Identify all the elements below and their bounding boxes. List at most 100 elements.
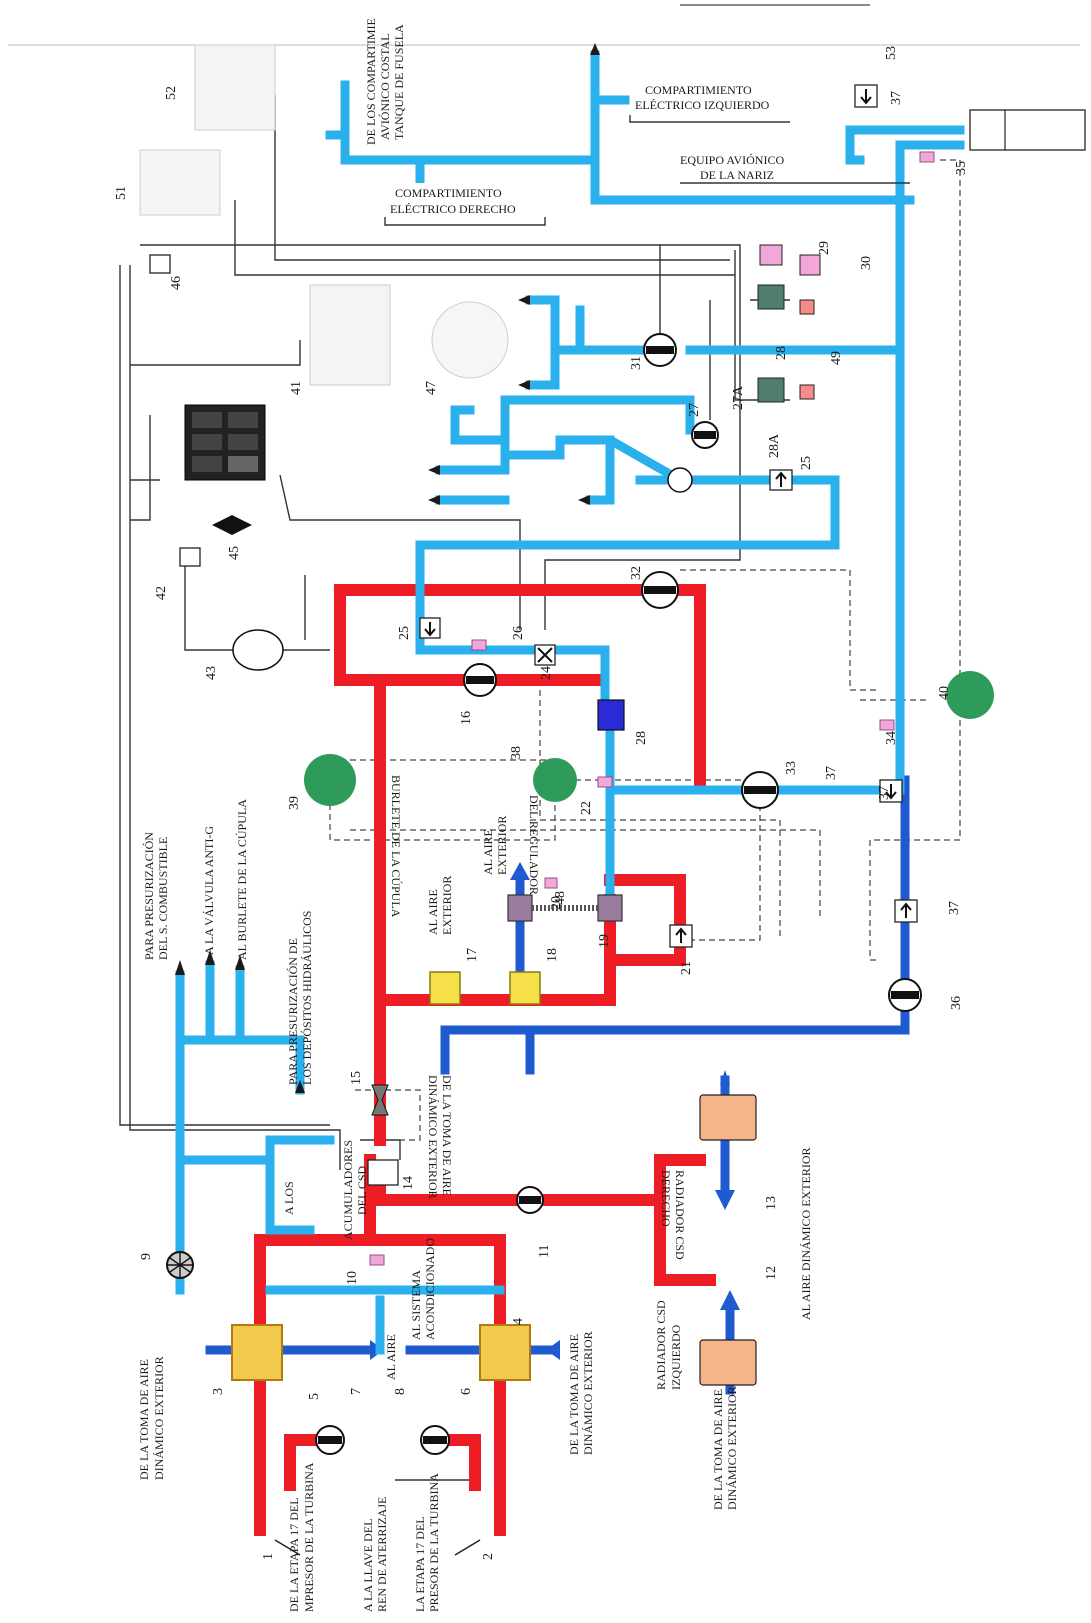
label-compartments-a: DE LOS COMPARTIMIE xyxy=(364,18,378,145)
callout-27a: 27A xyxy=(731,385,746,410)
callout-28a: 28A xyxy=(767,433,782,458)
callout-1: 1 xyxy=(261,1553,276,1560)
label-csd-radiator-right-a: RADIADOR CSD xyxy=(673,1170,687,1260)
valve-11 xyxy=(516,1186,544,1214)
label-stage17-left-a: DE LA ETAPA 17 DEL xyxy=(287,1497,301,1612)
valve-5 xyxy=(315,1425,345,1455)
heat-exchanger-17 xyxy=(429,971,461,1005)
label-ram-inlet-mid-b: DINÁMICO EXTERIOR xyxy=(581,1331,595,1455)
instrument-41 xyxy=(309,284,391,386)
callout-41: 41 xyxy=(289,381,304,395)
label-to-ac-system-b: ACONDICIONADO xyxy=(423,1238,437,1340)
sensor-29 xyxy=(759,244,783,266)
callout-51: 51 xyxy=(114,186,129,200)
label-csd-radiator-left-a: RADIADOR CSD xyxy=(654,1300,668,1390)
label-csd-accumulators-b: DEL CSD xyxy=(355,1165,369,1215)
callout-17: 17 xyxy=(465,948,480,962)
instrument-47 xyxy=(431,301,509,379)
csd-radiator-left xyxy=(699,1339,757,1386)
label-hydraulic-press-a: PARA PRESURIZACIÓN DE xyxy=(286,938,300,1085)
callout-32: 32 xyxy=(629,566,644,580)
callout-6: 6 xyxy=(459,1388,474,1395)
gauge-43 xyxy=(232,629,284,671)
callout-45: 45 xyxy=(227,546,242,560)
valves xyxy=(315,333,922,1455)
primary-heat-exchanger-4 xyxy=(479,1324,531,1381)
callout-36: 36 xyxy=(949,996,964,1010)
mixing-junction xyxy=(667,467,693,493)
label-to-exterior-17-b: EXTERIOR xyxy=(440,876,454,935)
callout-34: 34 xyxy=(884,731,899,745)
duct-exit-right xyxy=(969,109,1086,151)
label-fuel-press-a: PARA PRESURIZACIÓN xyxy=(142,832,156,960)
callout-13: 13 xyxy=(764,1196,779,1210)
callout-18: 18 xyxy=(545,948,560,962)
callout-20: 20 xyxy=(549,896,564,910)
label-canopy-regulator-a: DEL REGULADOR xyxy=(527,795,541,895)
label-landing-gear-a: A LA LLAVE DEL xyxy=(361,1519,375,1612)
callout-4: 4 xyxy=(511,1318,526,1325)
callout-40: 40 xyxy=(937,686,952,700)
check-valve-37a xyxy=(879,779,903,803)
check-valve-37c xyxy=(854,84,878,108)
sensor-46 xyxy=(149,254,171,274)
callout-26: 26 xyxy=(511,626,526,640)
label-ram-inlet-left-a: DE LA TOMA DE AIRE xyxy=(137,1359,151,1480)
callout-37b: 37 xyxy=(947,901,962,915)
label-ram-inlet-mid-a: DE LA TOMA DE AIRE xyxy=(567,1334,581,1455)
venturi-15 xyxy=(371,1084,389,1116)
valve-16 xyxy=(463,663,497,697)
label-stage17-right-b: PRESOR DE LA TURBINA xyxy=(427,1473,441,1612)
label-to-the: A LOS xyxy=(282,1181,296,1215)
callout-43: 43 xyxy=(204,666,219,680)
strainer-9 xyxy=(166,1251,194,1279)
ram-air-arrows xyxy=(370,862,740,1360)
cold-outlet-arrows xyxy=(175,43,600,1093)
label-ram-inlet-mid2-a: DE LA TOMA DE AIRE xyxy=(440,1075,454,1196)
callout-11: 11 xyxy=(537,1245,552,1258)
valve-36 xyxy=(888,978,922,1012)
shutoff-valve-24 xyxy=(534,644,556,666)
valve-6 xyxy=(420,1425,450,1455)
callout-5: 5 xyxy=(307,1393,322,1400)
callout-39: 39 xyxy=(287,796,302,810)
label-left-elec-compartment-b: ELÉCTRICO IZQUIERDO xyxy=(635,98,770,112)
indicator-38 xyxy=(533,758,577,802)
callout-12: 12 xyxy=(764,1266,779,1280)
callout-38: 38 xyxy=(509,746,524,760)
label-csd-radiator-left-b: IZQUIERDO xyxy=(669,1324,683,1390)
check-valves xyxy=(419,84,918,948)
label-to-exterior-17-a: AL AIRE xyxy=(426,889,440,935)
label-csd-radiator-right-b: DERECHO xyxy=(659,1170,673,1227)
label-ram-inlet-csd-a: DE LA TOMA DE AIRE xyxy=(711,1389,725,1510)
callout-10: 10 xyxy=(345,1271,360,1285)
label-landing-gear-b: REN DE ATERRIZAJE xyxy=(375,1497,389,1612)
valve-45 xyxy=(212,515,252,535)
label-to-ram-exterior: AL AIRE DINÁMICO EXTERIOR xyxy=(799,1147,813,1320)
label-to-exterior-20-a: AL AIRE xyxy=(481,829,495,875)
valve-33 xyxy=(741,771,779,809)
callout-53: 53 xyxy=(884,46,899,60)
cold-air-lines xyxy=(175,50,965,1355)
check-valve-25b xyxy=(419,617,441,639)
callout-48: 48 xyxy=(553,891,568,905)
label-right-elec-compartment-b: ELÉCTRICO DERECHO xyxy=(390,202,516,216)
callout-28: 28 xyxy=(774,346,789,360)
label-canopy-regulator-b: BURLETE DE LA CÚPULA xyxy=(389,775,403,918)
instrument-52 xyxy=(194,44,276,131)
controller-28a xyxy=(757,377,785,403)
label-ram-inlet-mid2-b: DINÁMICO EXTERIOR xyxy=(426,1075,440,1199)
label-nose-avionics-a: EQUIPO AVIÓNICO xyxy=(680,153,784,167)
label-to-exterior-20-b: EXTERIOR xyxy=(495,816,509,875)
callout-52: 52 xyxy=(164,86,179,100)
callout-8: 8 xyxy=(393,1388,408,1395)
compartment-labels: COMPARTIMIENTO ELÉCTRICO DERECHO DE LOS … xyxy=(364,18,910,226)
water-separator xyxy=(597,699,625,731)
label-ram-inlet-left-b: DINÁMICO EXTERIOR xyxy=(152,1356,166,1480)
label-right-elec-compartment-a: COMPARTIMIENTO xyxy=(395,186,502,200)
check-valve-21 xyxy=(669,924,693,948)
callout-37d: 37 xyxy=(824,766,839,780)
label-left-elec-compartment-a: COMPARTIMIENTO xyxy=(645,83,752,97)
flow-labels: DE LA ETAPA 17 DEL MPRESOR DE LA TURBINA… xyxy=(137,775,813,1612)
